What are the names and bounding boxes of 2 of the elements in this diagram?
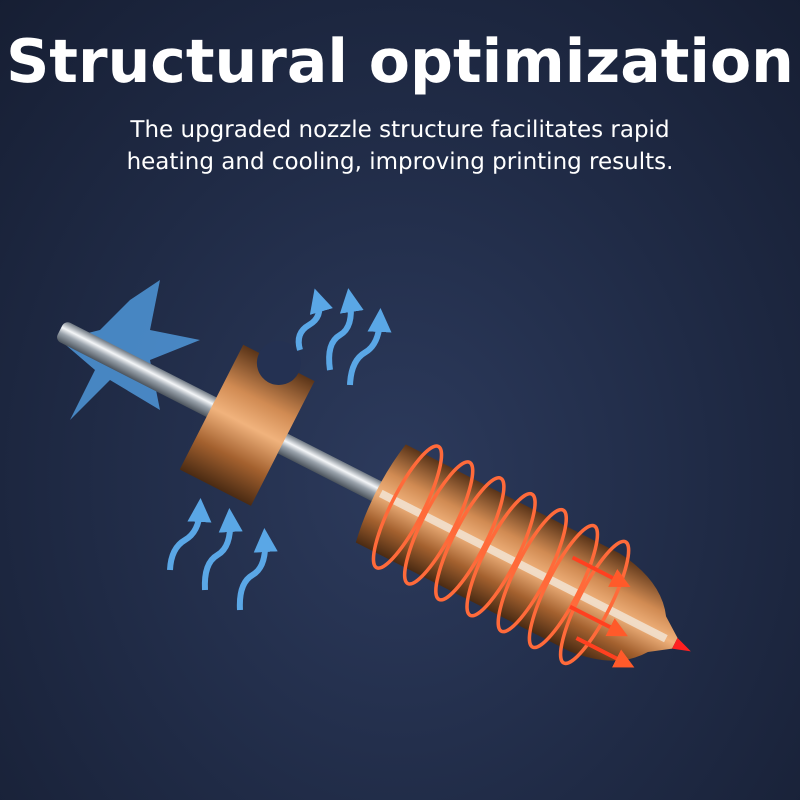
title: Structural optimization (5, 26, 795, 99)
subtitle: The upgraded nozzle structure facilitates rapid heating and cooling, improving printing results. (126, 116, 674, 177)
